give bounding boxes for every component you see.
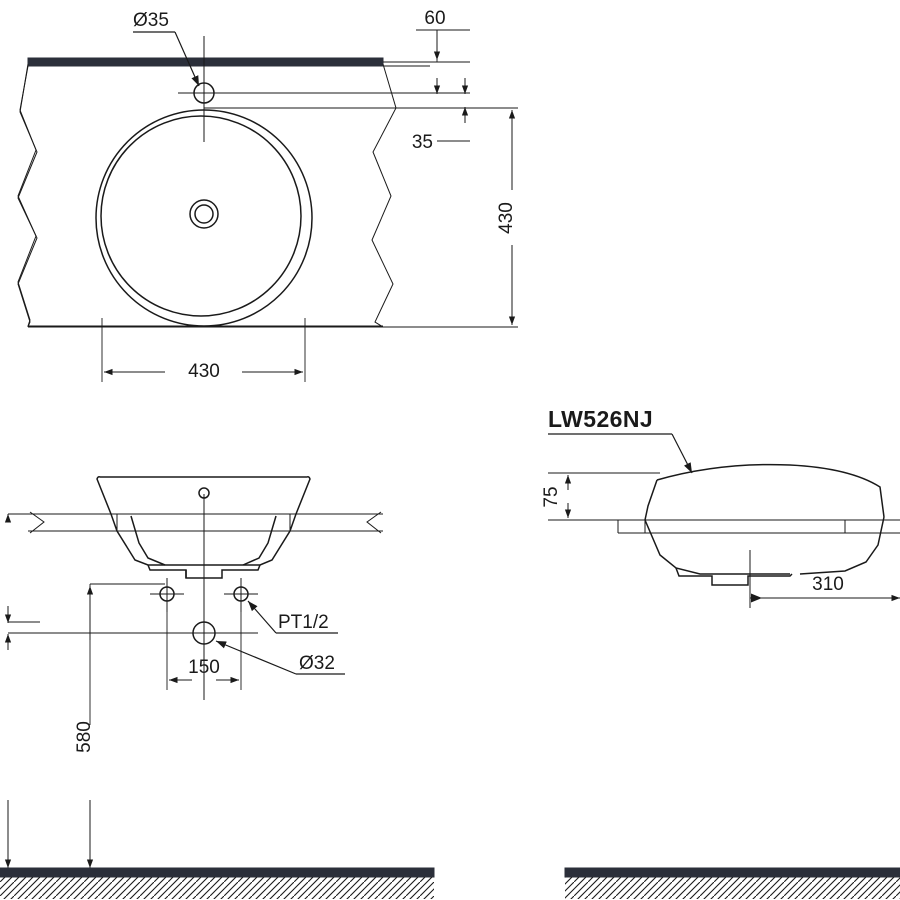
dim-60-label: 60 <box>424 8 445 29</box>
counter-band-side <box>565 519 900 534</box>
dim-35-label: 35 <box>412 132 433 153</box>
dim-430-vertical-label: 430 <box>496 202 517 234</box>
break-line-left <box>17 63 38 328</box>
dim-150 <box>166 600 242 690</box>
dia35-label: Ø35 <box>133 10 169 31</box>
floor-hatch-right <box>564 867 900 899</box>
pt12-label: PT1/2 <box>278 612 329 633</box>
drain-hole <box>8 621 258 645</box>
floor-hatch-left <box>0 867 435 899</box>
dim-430-horizontal-label: 430 <box>188 361 220 382</box>
tap-hole <box>178 36 232 142</box>
dim-75-label: 75 <box>541 486 562 507</box>
dia32-leader <box>215 640 345 675</box>
dim-310 <box>749 560 900 608</box>
dia35-leader <box>133 31 200 87</box>
dim-60 <box>383 29 470 63</box>
front-elevation-view: PT1/2 Ø32 150 580 <box>0 476 435 899</box>
basin-profile <box>644 463 885 586</box>
bowl-inner-circle <box>100 115 302 317</box>
counter-outline <box>17 65 383 327</box>
bowl-outer-circle <box>95 109 313 327</box>
dia32-label: Ø32 <box>299 653 335 674</box>
dim-75 <box>548 472 660 521</box>
model-label: LW526NJ <box>548 406 653 432</box>
drain-circle <box>189 199 219 229</box>
plan-view: Ø35 60 35 430 <box>17 8 518 382</box>
dim-430-horizontal <box>101 318 306 382</box>
break-line-right <box>371 63 397 328</box>
model-leader <box>548 433 693 474</box>
side-elevation-view: LW526NJ 75 <box>541 406 900 899</box>
dim-35 <box>204 78 470 142</box>
dim-580 <box>4 513 165 868</box>
dim-310-label: 310 <box>812 574 844 595</box>
pt12-leader <box>247 600 338 634</box>
dim-580-label: 580 <box>74 721 95 753</box>
dim-150-label: 150 <box>188 657 220 678</box>
wall-line <box>27 57 384 67</box>
counter-band <box>28 511 383 534</box>
dim-430-vertical <box>383 107 518 328</box>
